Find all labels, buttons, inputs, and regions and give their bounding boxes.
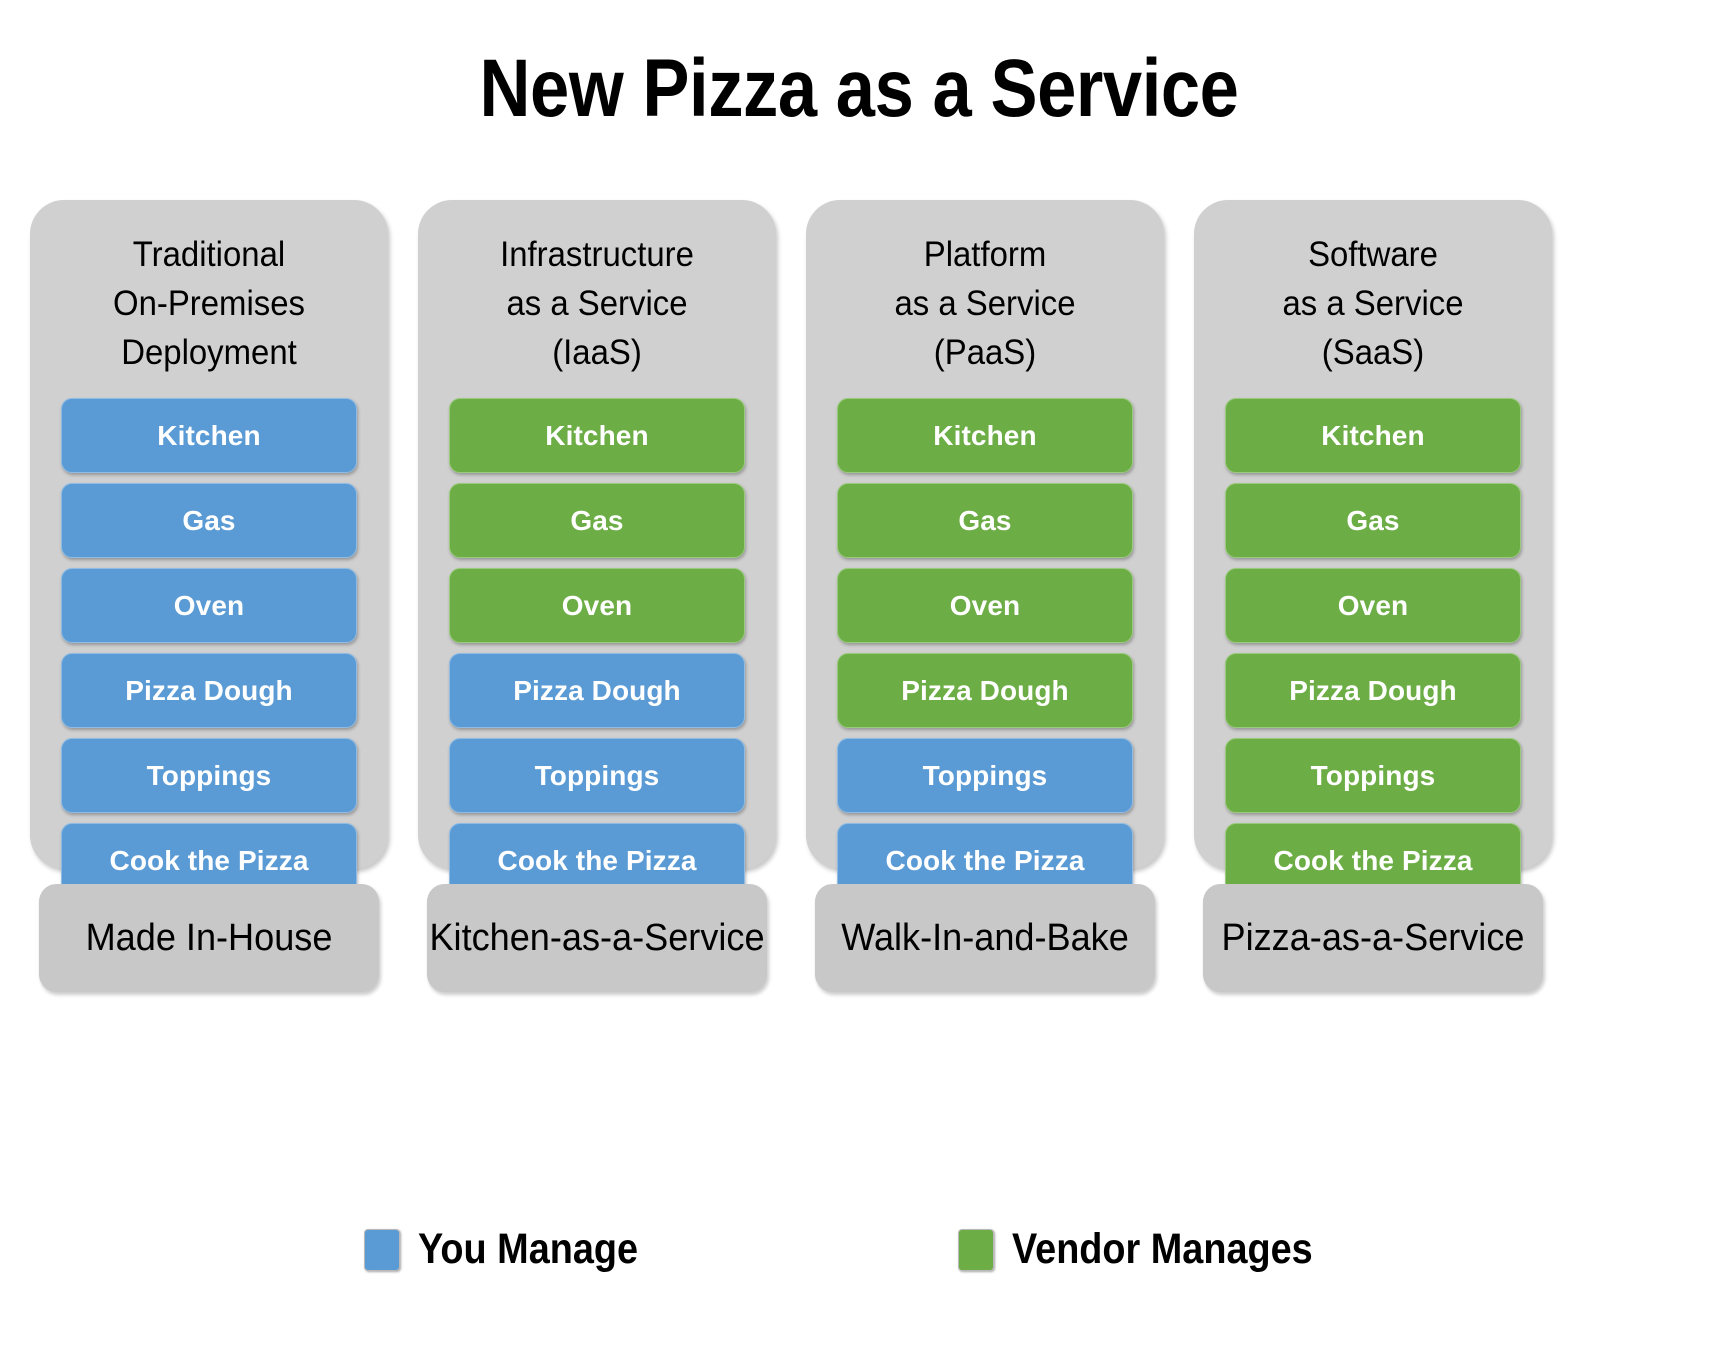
page-title: New Pizza as a Service (479, 43, 1239, 134)
column-title-line: Traditional (132, 235, 286, 274)
responsibility-pill[interactable]: Pizza Dough (837, 653, 1133, 728)
column-title-line: as a Service (506, 284, 688, 323)
responsibility-pill[interactable]: Pizza Dough (449, 653, 745, 728)
responsibility-pill[interactable]: Gas (61, 483, 357, 558)
column-title-line: as a Service (894, 284, 1076, 323)
responsibility-pill[interactable]: Oven (61, 568, 357, 643)
column-title-line: Deployment (121, 333, 297, 372)
green-square-swatch (958, 1228, 995, 1271)
responsibility-pill[interactable]: Kitchen (837, 398, 1133, 473)
responsibility-pill[interactable]: Gas (449, 483, 745, 558)
column-footer-label: Made In-House (38, 884, 380, 992)
column-footer-label: Pizza-as-a-Service (1202, 884, 1544, 992)
column-title-line: On-Premises (113, 284, 305, 323)
column-title-line: Software (1308, 235, 1438, 274)
legend-item: Vendor Manages (958, 1225, 1354, 1274)
blue-square-swatch (364, 1228, 401, 1271)
responsibility-pill[interactable]: Gas (837, 483, 1133, 558)
column-title: Software as a Service (SaaS) (1194, 230, 1552, 377)
column-title-line: (IaaS) (552, 333, 642, 372)
legend: You Manage Vendor Manages (0, 1225, 1718, 1274)
column-footer-label: Kitchen-as-a-Service (426, 884, 768, 992)
responsibility-pill[interactable]: Oven (837, 568, 1133, 643)
column-title-line: Platform (923, 235, 1047, 274)
responsibility-pill[interactable]: Kitchen (61, 398, 357, 473)
responsibility-pill[interactable]: Pizza Dough (1225, 653, 1521, 728)
legend-label: You Manage (418, 1225, 639, 1273)
column-title-line: (SaaS) (1321, 333, 1425, 372)
responsibility-pill[interactable]: Pizza Dough (61, 653, 357, 728)
responsibility-pill[interactable]: Kitchen (449, 398, 745, 473)
column-title: Infrastructure as a Service (IaaS) (418, 230, 776, 377)
column-title-line: as a Service (1282, 284, 1464, 323)
responsibility-pill[interactable]: Toppings (837, 738, 1133, 813)
responsibility-pill[interactable]: Toppings (449, 738, 745, 813)
responsibility-pill[interactable]: Oven (1225, 568, 1521, 643)
column-title: Platform as a Service (PaaS) (806, 230, 1164, 377)
column-title-line: Infrastructure (500, 235, 694, 274)
legend-item: You Manage (364, 1225, 668, 1274)
responsibility-pill[interactable]: Toppings (1225, 738, 1521, 813)
column-footer-label: Walk-In-and-Bake (814, 884, 1156, 992)
responsibility-pill[interactable]: Toppings (61, 738, 357, 813)
column-title-line: (PaaS) (933, 333, 1037, 372)
responsibility-pill[interactable]: Gas (1225, 483, 1521, 558)
responsibility-pill[interactable]: Oven (449, 568, 745, 643)
responsibility-pill[interactable]: Kitchen (1225, 398, 1521, 473)
legend-label: Vendor Manages (1012, 1225, 1313, 1273)
